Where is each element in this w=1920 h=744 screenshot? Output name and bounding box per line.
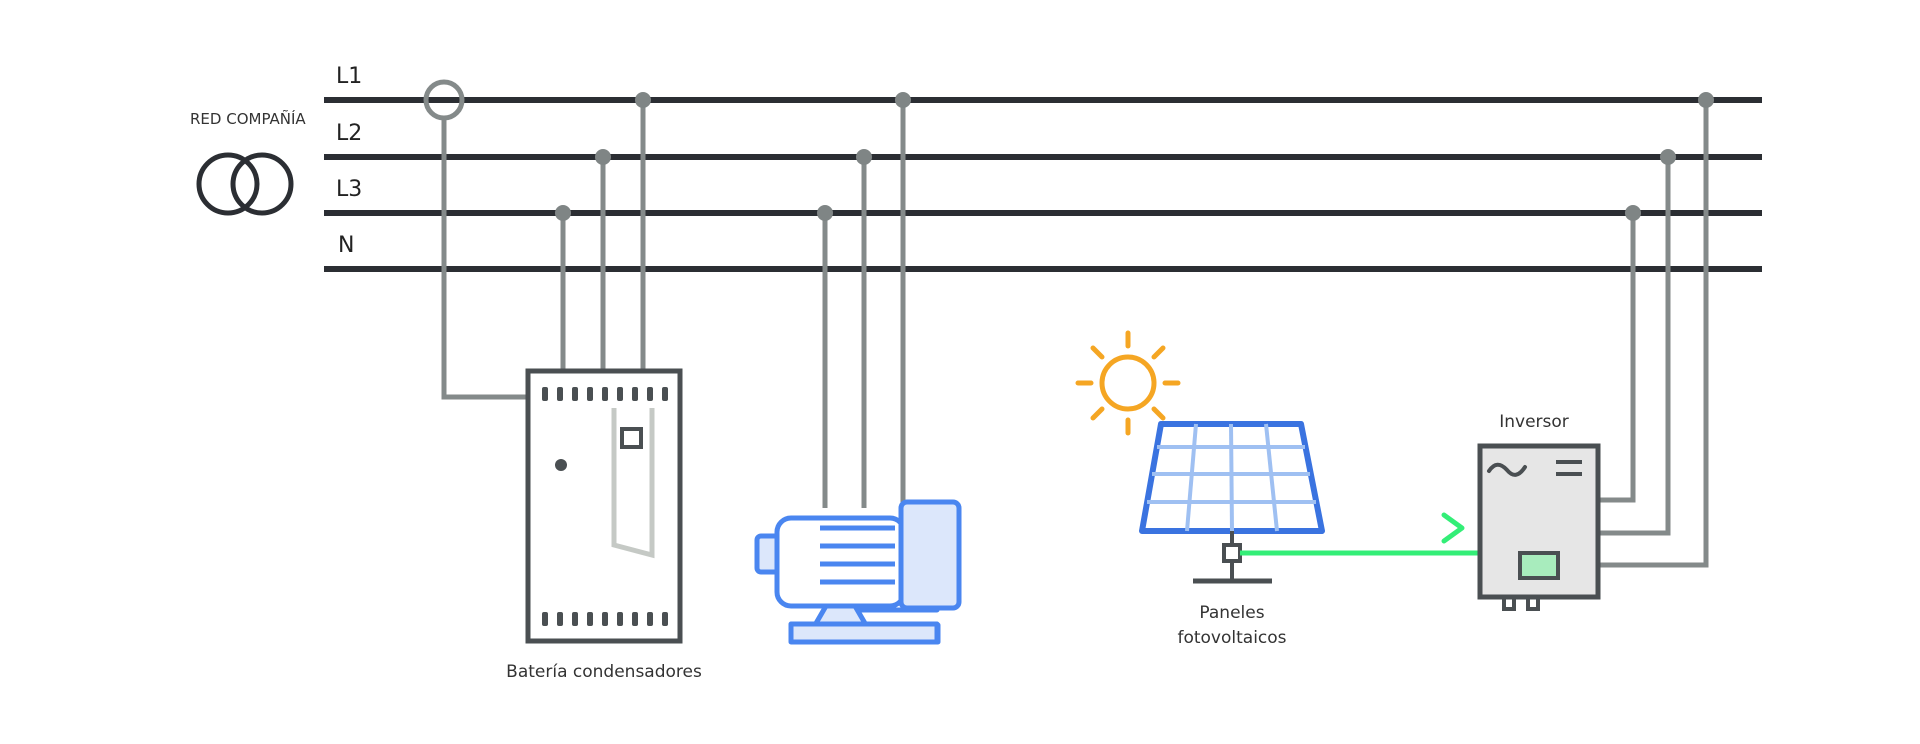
node xyxy=(555,205,571,221)
transformer-icon xyxy=(196,152,294,216)
inverter-label: Inversor xyxy=(1499,412,1569,432)
feeder-wires xyxy=(441,100,1709,568)
solar-panel-icon xyxy=(1139,421,1325,584)
ct-lead-wire xyxy=(441,117,528,400)
node xyxy=(635,92,651,108)
bus-label-l2: L2 xyxy=(336,121,363,146)
capacitor-bank-icon xyxy=(525,368,683,644)
bus-label-n: N xyxy=(338,233,355,258)
node xyxy=(817,205,833,221)
inverter-feeder-l2 xyxy=(1598,157,1671,536)
node xyxy=(595,149,611,165)
arrow-icon xyxy=(1441,512,1465,544)
bus-bars xyxy=(324,97,1762,272)
pv-panels-label-line2: fotovoltaicos xyxy=(1177,628,1287,648)
connection-nodes xyxy=(555,92,1714,221)
capacitor-bank-label: Batería condensadores xyxy=(506,662,702,682)
bus-label-l1: L1 xyxy=(336,64,363,89)
node xyxy=(1698,92,1714,108)
motor-icon xyxy=(754,499,962,645)
bus-label-l3: L3 xyxy=(336,177,363,202)
inverter-feeder-l1 xyxy=(1598,100,1709,568)
node xyxy=(1625,205,1641,221)
sun-icon xyxy=(1075,330,1181,436)
node xyxy=(895,92,911,108)
grid-label: RED COMPAÑÍA xyxy=(190,110,306,128)
node xyxy=(1660,149,1676,165)
node xyxy=(856,149,872,165)
inverter-icon xyxy=(1477,443,1601,611)
current-transformer-icon xyxy=(423,79,465,121)
pv-panels-label-line1: Paneles xyxy=(1199,603,1265,623)
ac-wave-icon xyxy=(1487,462,1527,477)
inverter-feeder-l3 xyxy=(1598,213,1636,503)
